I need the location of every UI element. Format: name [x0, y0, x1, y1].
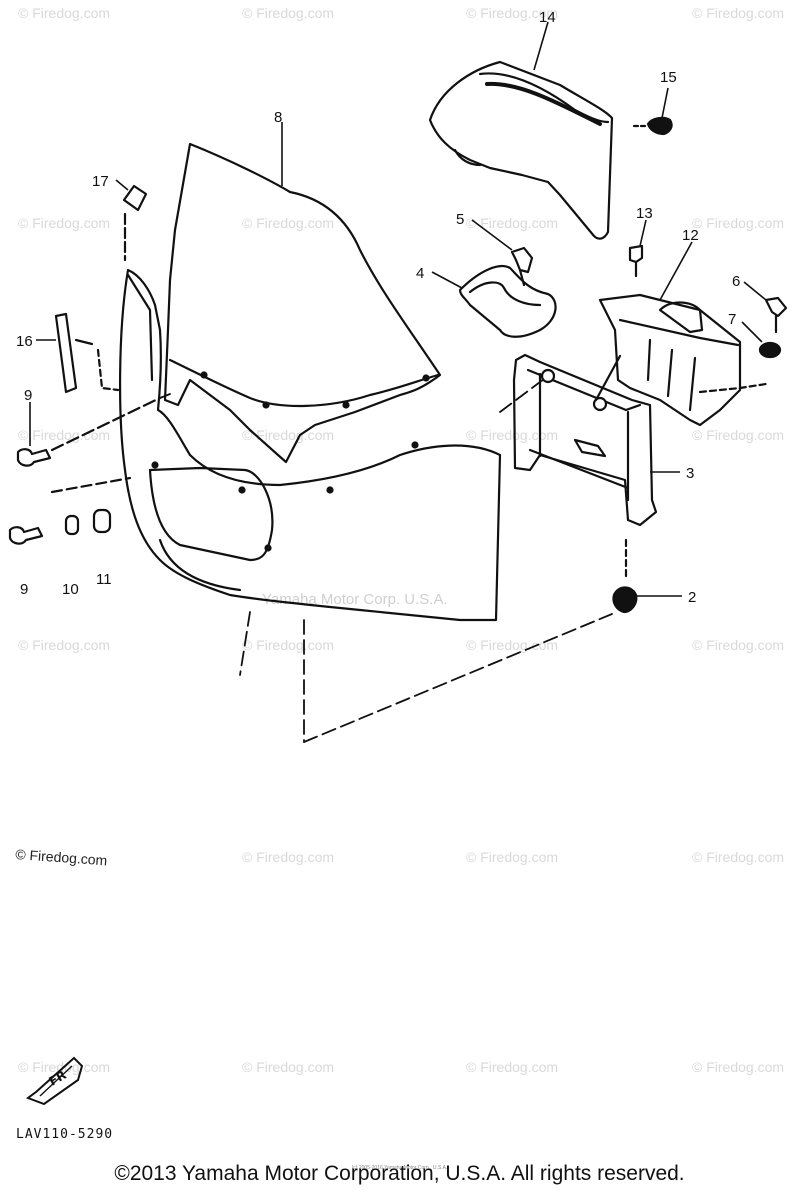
tiny-copyright: (c) 2005-2016 Yamaha Motor Corp., U.S.A. — [351, 1165, 448, 1171]
callout-11: 11 — [96, 571, 112, 588]
callout-15: 15 — [660, 69, 677, 86]
watermark: © Firedog.com — [692, 427, 784, 443]
part-10-collar — [64, 514, 80, 536]
callout-9-upper: 9 — [24, 387, 32, 404]
watermark: © Firedog.com — [242, 637, 334, 653]
callout-14: 14 — [539, 9, 556, 26]
watermark: © Firedog.com — [242, 1059, 334, 1075]
assembly-lines — [159, 375, 613, 743]
watermark: © Firedog.com — [466, 5, 558, 21]
callout-7: 7 — [728, 311, 736, 328]
callout-2: 2 — [688, 589, 696, 606]
part-code: LAV110-5290 — [16, 1127, 113, 1142]
part-14-meter-visor — [428, 60, 614, 240]
callout-4: 4 — [416, 265, 424, 282]
watermark: © Firedog.com — [466, 849, 558, 865]
callout-8: 8 — [274, 109, 282, 126]
watermark-layer: © Firedog.com © Firedog.com © Firedog.co… — [18, 5, 784, 1075]
callout-3: 3 — [686, 465, 694, 482]
watermark: © Firedog.com — [242, 849, 334, 865]
watermark: © Firedog.com — [18, 5, 110, 21]
part-6-bolt — [764, 296, 788, 334]
callout-16: 16 — [16, 333, 33, 350]
watermark: © Firedog.com — [18, 215, 110, 231]
watermark: © Firedog.com — [242, 215, 334, 231]
part-9-bolt-upper — [16, 396, 162, 467]
part-3-frame — [512, 353, 658, 527]
watermark: © Firedog.com — [692, 849, 784, 865]
part-15-grommet — [632, 116, 673, 136]
callout-17: 17 — [92, 173, 109, 190]
part-13-bolt — [628, 244, 644, 278]
center-watermark: Yamaha Motor Corp. U.S.A. — [262, 591, 448, 608]
leader-lines — [29, 21, 767, 597]
part-12-stay — [598, 293, 768, 427]
watermark: © Firedog.com — [242, 427, 334, 443]
part-2-bolt — [612, 538, 638, 614]
callout-5: 5 — [456, 211, 464, 228]
part-4-bracket — [458, 264, 557, 338]
watermark: © Firedog.com — [692, 1059, 784, 1075]
part-8-windshield — [163, 142, 442, 464]
watermark: © Firedog.com — [18, 637, 110, 653]
footer-copyright: ©2013 Yamaha Motor Corporation, U.S.A. A… — [114, 1162, 685, 1185]
callout-6: 6 — [732, 273, 740, 290]
part-11-damper — [92, 508, 112, 534]
callout-12: 12 — [682, 227, 699, 244]
part-16-side-reflector — [54, 312, 120, 394]
watermark: © Firedog.com — [466, 1059, 558, 1075]
watermark: © Firedog.com — [466, 637, 558, 653]
part-9-bolt-lower — [8, 476, 132, 545]
part-17-emblem — [122, 184, 148, 262]
watermark: © Firedog.com — [466, 427, 558, 443]
callout-9-lower: 9 — [20, 581, 28, 598]
callout-13: 13 — [636, 205, 653, 222]
watermark: © Firedog.com — [692, 637, 784, 653]
watermark: © Firedog.com — [242, 5, 334, 21]
callout-10: 10 — [62, 581, 79, 598]
fairing-body — [118, 268, 502, 622]
watermark: © Firedog.com — [692, 5, 784, 21]
watermark: © Firedog.com — [466, 215, 558, 231]
part-7-washer — [758, 341, 782, 359]
watermark: © Firedog.com — [18, 427, 110, 443]
callout-numbers: 14 15 8 17 5 13 12 6 4 7 16 9 3 9 10 11 … — [16, 9, 740, 606]
watermark: © Firedog.com — [692, 215, 784, 231]
